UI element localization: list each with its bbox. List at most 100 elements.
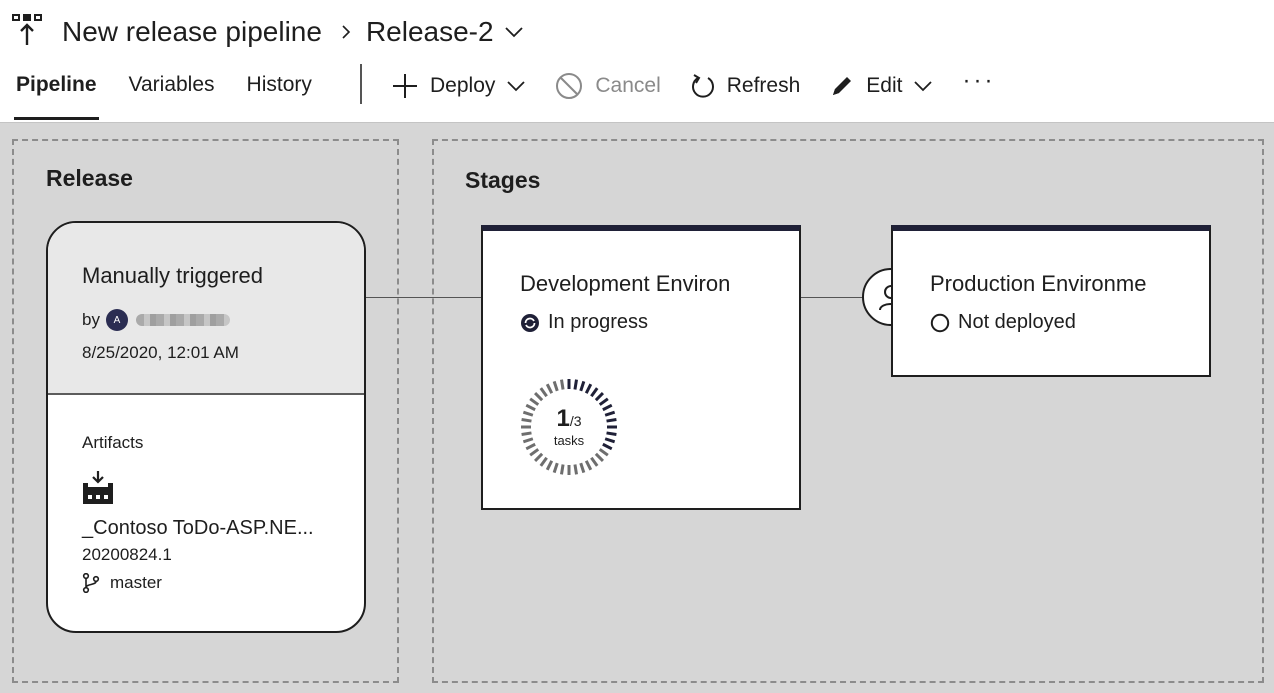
release-name[interactable]: Release-2 [365, 16, 494, 47]
cancel-icon [556, 73, 583, 99]
artifacts-label: Artifacts [82, 433, 144, 452]
progress-tick [604, 410, 616, 417]
build-number: 20200824.1 [82, 545, 172, 564]
cancel-button[interactable]: Cancel [555, 72, 661, 100]
refresh-icon [691, 74, 714, 98]
stage-name: Development Environ [520, 271, 731, 296]
more-actions-button[interactable]: ··· [962, 67, 996, 94]
progress-tick [552, 462, 559, 474]
refresh-label: Refresh [726, 74, 801, 97]
deploy-button[interactable]: Deploy [392, 73, 526, 99]
stage-status: Not deployed [930, 311, 1076, 334]
progress-tick [525, 442, 536, 451]
task-progress-ring: 1/3 tasks [519, 377, 619, 477]
in-progress-icon [521, 313, 539, 332]
pipeline-title[interactable]: New release pipeline [62, 16, 322, 47]
connector-release-dev [366, 297, 482, 298]
progress-tick [521, 418, 532, 423]
branch-name: master [110, 573, 162, 592]
pencil-icon [833, 77, 852, 95]
progress-tick [529, 448, 540, 457]
progress-tick [594, 452, 605, 463]
progress-tick [529, 397, 540, 406]
release-card[interactable]: Manually triggered by A 8/25/2020, 12:01… [46, 221, 366, 633]
progress-tick [579, 380, 586, 392]
progress-tick [606, 418, 617, 423]
stage-status-text: Not deployed [958, 311, 1076, 333]
tasks-done: 1 [556, 405, 570, 432]
deploy-label: Deploy [430, 74, 496, 97]
tasks-total: /3 [569, 413, 582, 429]
release-summary: Manually triggered by A 8/25/2020, 12:01… [48, 223, 364, 395]
progress-tick [539, 456, 548, 467]
progress-tick [590, 456, 599, 467]
progress-tick [579, 462, 586, 474]
stages-panel: Stages [432, 139, 1264, 683]
progress-tick [560, 379, 565, 390]
release-panel: Release [12, 139, 399, 683]
tab-pipeline[interactable]: Pipeline [0, 66, 113, 120]
progress-tick [598, 448, 609, 457]
progress-tick [573, 379, 578, 390]
stage-name: Production Environme [930, 271, 1147, 296]
cancel-label: Cancel [595, 74, 661, 97]
progress-tick [594, 391, 605, 402]
connector-dev-prod [801, 297, 863, 298]
artifact-name[interactable]: _Contoso ToDo-ASP.NE... [82, 517, 314, 539]
chevron-down-icon[interactable] [504, 26, 524, 38]
stage-card-development[interactable]: Development Environ In progress 1/3 task… [481, 225, 801, 510]
progress-tick [560, 464, 565, 475]
progress-tick [545, 460, 554, 471]
progress-tick [525, 403, 536, 412]
release-date: 8/25/2020, 12:01 AM [82, 343, 239, 362]
toolbar-divider [360, 64, 362, 104]
progress-tick [522, 410, 534, 417]
progress-tick [533, 391, 544, 402]
pipeline-icon [12, 14, 42, 45]
stage-status-text: In progress [548, 311, 649, 333]
stages-panel-title: Stages [465, 167, 541, 193]
branch-info: master [82, 573, 162, 593]
progress-tick [598, 397, 609, 406]
progress-tick [602, 403, 613, 412]
progress-tick [590, 387, 599, 398]
progress-tick [552, 380, 559, 392]
progress-tick [602, 442, 613, 451]
tab-bar: Pipeline Variables History [0, 66, 328, 120]
tasks-label: tasks [553, 433, 585, 448]
progress-tick [533, 452, 544, 463]
stage-card-production[interactable]: Production Environme Not deployed [891, 225, 1211, 377]
breadcrumb: New release pipeline Release-2 [62, 14, 524, 50]
avatar: A [105, 309, 128, 331]
by-label: by [82, 310, 100, 329]
not-deployed-icon [930, 313, 950, 332]
redacted-username [135, 314, 230, 326]
tab-history[interactable]: History [246, 73, 312, 96]
progress-tick [545, 383, 554, 394]
refresh-button[interactable]: Refresh [691, 73, 801, 99]
progress-tick [539, 387, 548, 398]
triggered-by: by A [82, 309, 230, 331]
chevron-down-icon [914, 81, 933, 92]
edit-label: Edit [866, 74, 903, 97]
edit-button[interactable]: Edit [830, 74, 933, 98]
progress-tick [606, 431, 617, 436]
chevron-down-icon [507, 81, 526, 92]
progress-tick [584, 460, 593, 471]
progress-ring-ticks [521, 379, 617, 475]
build-artifact-icon [83, 471, 113, 504]
tab-variables[interactable]: Variables [128, 73, 215, 96]
plus-icon [393, 74, 417, 98]
chevron-right-icon [342, 25, 351, 39]
branch-icon [82, 573, 100, 593]
progress-tick [584, 383, 593, 394]
toolbar: Deploy Cancel Refresh Edit [392, 66, 995, 106]
progress-tick [604, 437, 616, 444]
task-count: 1/3 [519, 405, 619, 433]
progress-tick [521, 431, 532, 436]
release-panel-title: Release [46, 165, 133, 191]
trigger-text: Manually triggered [82, 263, 263, 288]
header-bar: New release pipeline Release-2 Pipeline … [0, 0, 1274, 122]
progress-tick [573, 464, 578, 475]
progress-tick [522, 437, 534, 444]
